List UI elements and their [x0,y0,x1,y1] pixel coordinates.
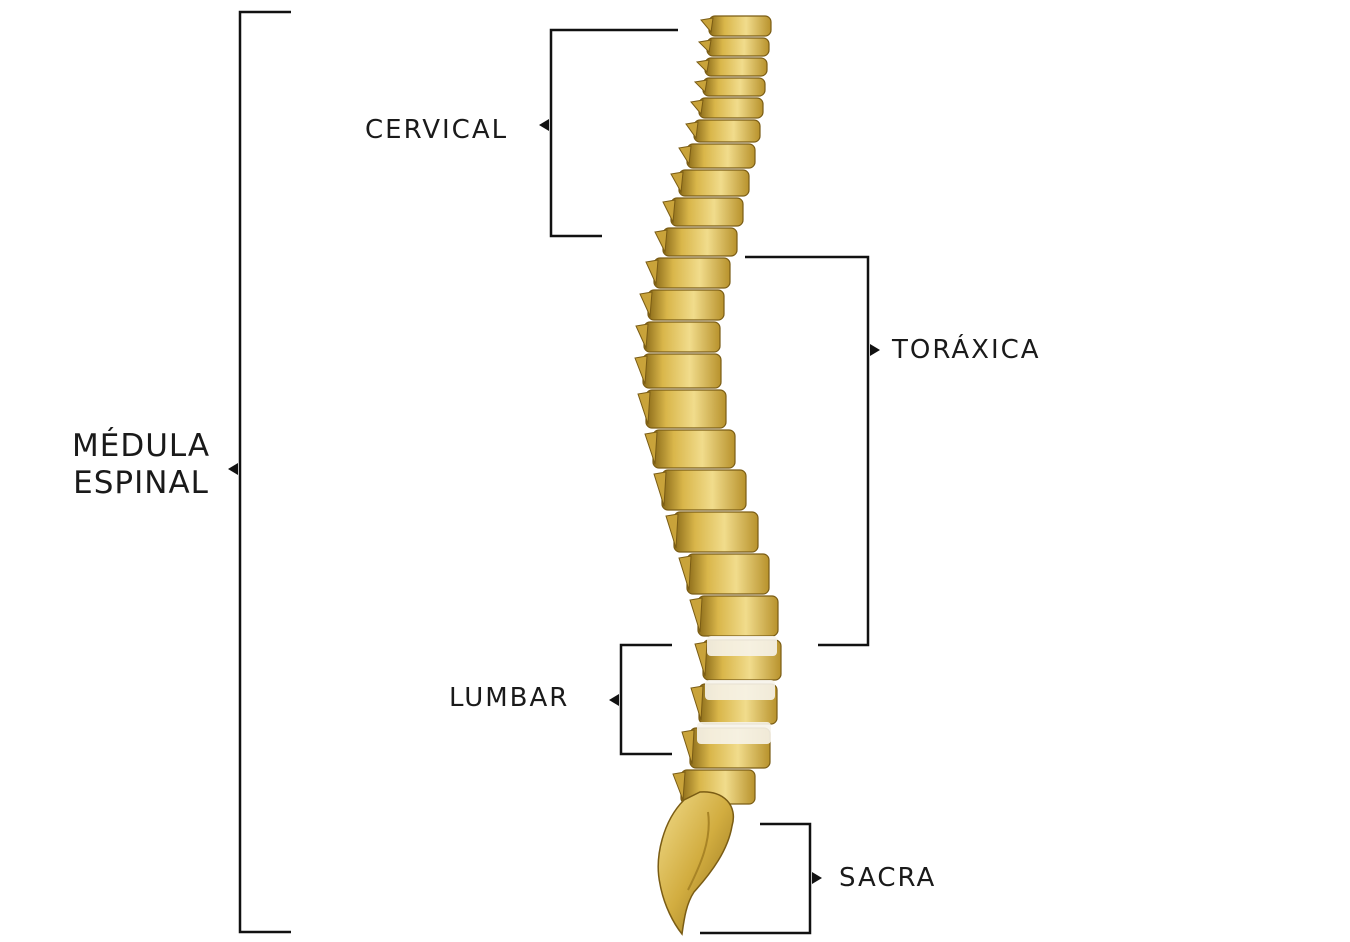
vertebra-process [694,641,708,677]
vertebra [661,469,747,511]
label-sacra: SACRA [839,863,937,893]
vertebra-process [672,771,686,801]
vertebra-process [678,145,692,166]
arrow-toraxica [870,344,880,356]
vertebra-process [644,431,658,465]
vertebra-process [645,259,659,286]
bracket-cervical [549,28,678,238]
vertebra-process [700,17,714,34]
bracket-toraxica [745,255,870,647]
vertebra [686,143,756,169]
arrow-lumbar [609,694,619,706]
intervertebral-disc [705,680,775,700]
vertebra [704,57,768,77]
arrow-cervical [539,119,549,131]
bracket-medula-espinal [238,10,291,934]
vertebra-process [665,513,679,549]
arrow-sacra [812,872,822,884]
vertebra [698,97,764,119]
vertebra [643,321,721,353]
vertebra-process [634,355,648,385]
vertebra-process [685,121,699,140]
label-lumbar: LUMBAR [449,683,570,713]
intervertebral-disc [697,722,771,744]
vertebra [678,169,750,197]
vertebra [693,119,761,143]
vertebra-process [637,391,651,425]
vertebra [662,227,738,257]
vertebra-process [693,79,708,94]
label-medula-line1: MÉDULA [72,428,211,464]
intervertebral-disc [707,636,777,656]
vertebra-process [690,99,704,116]
vertebra-process [662,199,676,224]
vertebra-process [689,597,703,633]
vertebra-process [639,291,653,318]
vertebra [708,15,772,37]
vertebra-process [635,323,649,350]
vertebra [647,289,725,321]
vertebra [702,77,766,97]
spine-illustration [634,15,782,805]
label-medula-line2: ESPINAL [73,465,209,501]
bracket-lumbar [619,643,672,756]
arrow-medula-espinal [228,463,238,475]
label-toraxica: TORÁXICA [892,335,1041,365]
bracket-sacra [700,822,812,935]
vertebra [642,353,722,389]
label-medula-espinal: MÉDULA ESPINAL [72,428,210,502]
sacrum-bone [657,791,735,936]
vertebra-process [695,59,710,74]
vertebra-process [690,685,704,721]
vertebra [697,595,779,637]
vertebra-process [678,555,692,591]
vertebra [645,389,727,429]
vertebra [673,511,759,553]
vertebra [706,37,770,57]
vertebra-process [697,39,712,54]
vertebra [652,429,736,469]
vertebra-process [681,729,695,765]
vertebra [686,553,770,595]
vertebra [670,197,744,227]
label-cervical: CERVICAL [365,115,509,145]
vertebra-process [653,471,667,507]
vertebra-process [654,229,668,254]
sacrum-ridge [687,811,710,891]
vertebra-process [670,171,684,194]
vertebra [653,257,731,289]
